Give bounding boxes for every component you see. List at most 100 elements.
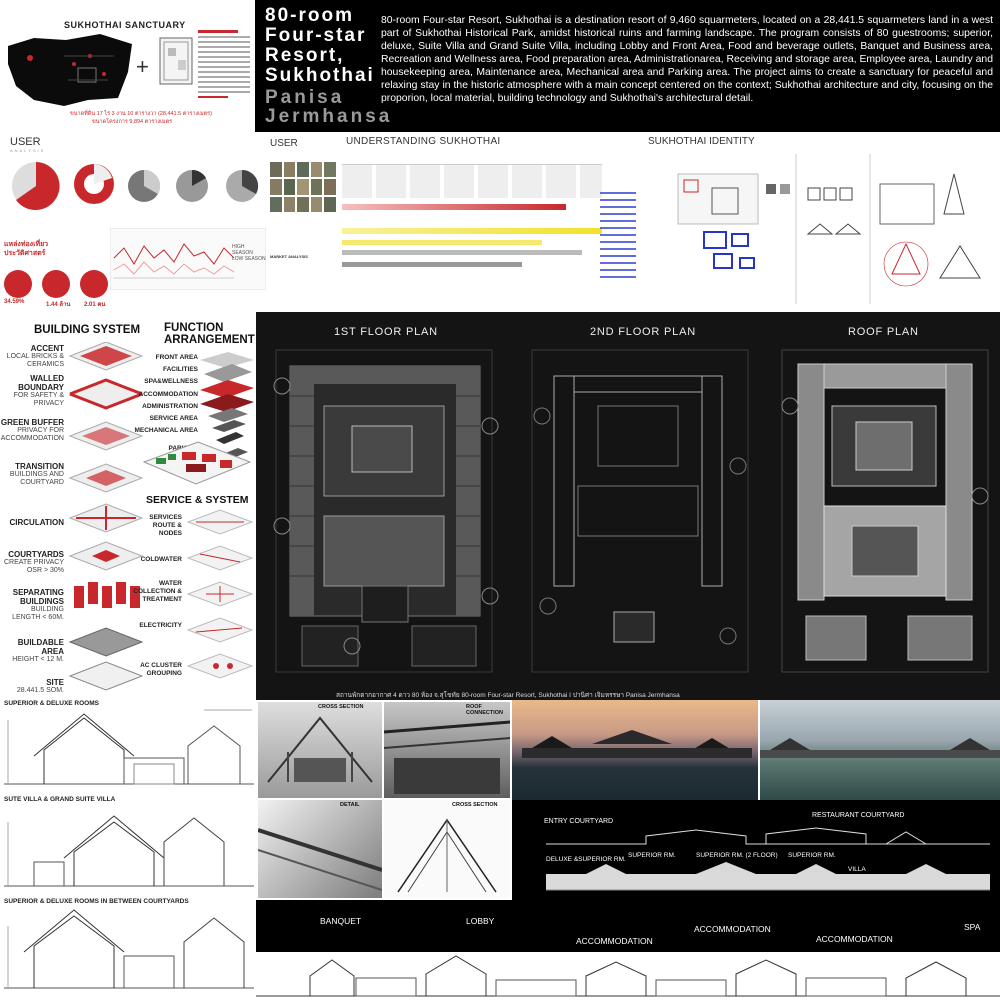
between-courtyards-title: SUPERIOR & DELUXE ROOMS in between court… <box>4 898 189 905</box>
function-item: FRONT AREA <box>155 354 198 361</box>
identity-diagrams <box>677 154 981 304</box>
elevation-upper <box>546 827 990 845</box>
stat-value-2: 1.44 ล้าน <box>46 302 71 308</box>
villa-label: VILLA <box>848 866 866 873</box>
title-line: 80-room <box>265 5 354 26</box>
second-floor-plan <box>531 349 749 673</box>
photo-grid <box>270 162 336 212</box>
timeline-bar-red <box>342 204 566 210</box>
user-subtitle: ANALYSIS <box>10 148 46 153</box>
stat-circle-1 <box>4 270 32 298</box>
elevation-lower <box>546 862 990 891</box>
cross-section-label: CROSS SECTION <box>318 704 364 710</box>
detail-render <box>258 800 382 898</box>
roof-plan <box>781 349 989 673</box>
sanctuary-panel: SUKHOTHAI SANCTUARY + ขนาดที่ดิน 17 ไร่ … <box>0 0 255 132</box>
function-item: ACCOMMODATION <box>138 390 198 398</box>
render-sunset <box>512 700 758 800</box>
bs-item: TRANSITION BUILDINGS AND COURTYARD <box>9 462 64 487</box>
plans-panel: 1ST FLOOR PLAN 2ND FLOOR PLAN ROOF PLAN <box>256 312 1000 700</box>
sanctuary-map <box>8 34 132 106</box>
user-title: USER <box>10 136 41 148</box>
section-between-courtyards <box>4 909 254 989</box>
author-line: Jermhansa <box>265 106 393 127</box>
long-section-panel: BANQUET LOBBY ACCOMMODATION ACCOMMODATIO… <box>256 900 1000 1000</box>
restaurant-courtyard-label: RESTAURANT COURTYARD <box>812 812 905 819</box>
service-item: WATER COLLECTION & TREATMENT <box>133 580 182 603</box>
function-site-axonometric <box>142 441 252 485</box>
bs-item: CIRCULATION <box>9 518 64 527</box>
service-item: AC CLUSTER GROUPING <box>140 662 182 677</box>
first-floor-plan <box>273 349 499 673</box>
render-pool <box>760 700 1000 800</box>
cross-section-2-label: CROSS SECTION <box>452 802 498 808</box>
function-axonometric <box>200 352 254 460</box>
site-caption-1: ขนาดที่ดิน 17 ไร่ 3 งาน 10 ตารางวา (28,4… <box>70 111 212 117</box>
stat-value-1: 34.59% <box>4 299 25 305</box>
superior-2floor-label: SUPERIOR RM. (2 FLOOR) <box>696 852 778 859</box>
user-title-2: USER <box>270 138 298 149</box>
sanctuary-title: SUKHOTHAI SANCTUARY <box>64 20 186 30</box>
timeline-bar-grey <box>342 250 582 255</box>
roof-connection-label: ROOF CONNECTION <box>466 704 503 716</box>
building-system-title: BUILDING SYSTEM <box>34 324 141 336</box>
elevation-panel: ENTRY COURTYARD RESTAURANT COURTYARD DEL… <box>512 800 1000 900</box>
stat-circle-3 <box>80 270 108 298</box>
thai-heading: แหล่งท่องเที่ยว ประวัติศาสตร์ <box>4 241 49 257</box>
title-line: Resort, <box>265 45 345 66</box>
blue-thai-text <box>600 192 636 282</box>
project-title: 80-room Four-star Resort, Sukhothai <box>265 6 375 86</box>
identity-panel: SUKHOTHAI IDENTITY <box>640 132 1000 312</box>
understanding-title: UNDERSTANDING SUKHOTHAI <box>346 136 501 147</box>
timeline-bar-yellow <box>342 228 602 234</box>
stat-circle-2 <box>42 270 70 298</box>
superior-rm-2-label: SUPERIOR RM. <box>788 852 836 859</box>
function-arrangement-title: FUNCTION ARRANGEMENT <box>164 322 255 346</box>
bs-item: WALLED BOUNDARY FOR SAFETY & PRIVACY <box>13 374 64 408</box>
identity-title: SUKHOTHAI IDENTITY <box>648 136 755 147</box>
function-item: ADMINISTRATION <box>142 402 198 410</box>
project-description: 80-room Four-star Resort, Sukhothai is a… <box>381 15 993 104</box>
function-item: SPA&WELLNESS <box>144 378 198 386</box>
cross-section-2-render <box>384 800 510 898</box>
service-axonometrics <box>186 509 254 679</box>
low-season-label: LOW SEASON <box>232 256 266 262</box>
building-system-axonometrics <box>68 342 144 691</box>
season-line-chart <box>110 228 266 290</box>
high-season-label: HIGH SEASON <box>232 244 253 256</box>
detail-panel: CROSS SECTION ROOF CONNECTION DETAIL CRO… <box>256 700 512 900</box>
render-panel <box>512 700 1000 800</box>
suite-villa-title: SUTE VILLA & GRAND SUITE VILLA <box>4 796 116 803</box>
site-caption-2: ขนาดโครงการ 9,894 ตารางเมตร <box>92 119 173 125</box>
detail-label: DETAIL <box>340 802 360 808</box>
timeline-bar-yellow-2 <box>342 240 542 245</box>
entry-courtyard-label: ENTRY COURTYARD <box>544 818 614 825</box>
roof-plan-title: ROOF PLAN <box>848 326 919 338</box>
bs-item: ACCENT LOCAL BRICKS & CERAMICS <box>6 344 64 369</box>
user-analysis-panel: USER ANALYSIS แหล่งท่องเที่ยว ประวัติศาส… <box>0 132 266 312</box>
user-pie-charts <box>12 162 259 210</box>
service-system-title: SERVICE & SYSTEM <box>146 494 249 506</box>
second-floor-title: 2ND FLOOR PLAN <box>590 326 696 338</box>
bs-item: COURTYARDS CREATE PRIVACY OSR > 30% <box>3 550 64 575</box>
area-list <box>198 30 250 102</box>
bs-item: GREEN BUFFER PRIVACY FOR ACCOMMODATION <box>0 418 64 443</box>
understanding-panel: USER UNDERSTANDING SUKHOTHAI MARKET ANAL… <box>266 132 640 312</box>
map-thumbnails <box>342 164 602 198</box>
accommodation-1-label: ACCOMMODATION <box>576 936 653 946</box>
section-superior-deluxe <box>4 709 254 785</box>
first-floor-title: 1ST FLOOR PLAN <box>334 326 438 338</box>
function-item: SERVICE AREA <box>149 415 198 423</box>
bs-item: SEPARATING BUILDINGS BUILDING LENGTH < 6… <box>12 588 64 622</box>
service-item: ELECTRICITY <box>139 622 182 629</box>
accommodation-3-label: ACCOMMODATION <box>816 934 893 944</box>
section-suite-villa <box>4 815 254 887</box>
bs-item: BUILDABLE AREA HEIGHT < 12 M. <box>12 638 64 663</box>
lobby-label: LOBBY <box>466 916 495 926</box>
plus-icon: + <box>136 54 149 79</box>
title-block: 80-room Four-star Resort, Sukhothai Pani… <box>255 0 1000 132</box>
banquet-label: BANQUET <box>320 916 362 926</box>
roof-connection-render <box>384 702 510 798</box>
service-item: COLDWATER <box>140 556 182 563</box>
title-line: Four-star <box>265 25 367 46</box>
